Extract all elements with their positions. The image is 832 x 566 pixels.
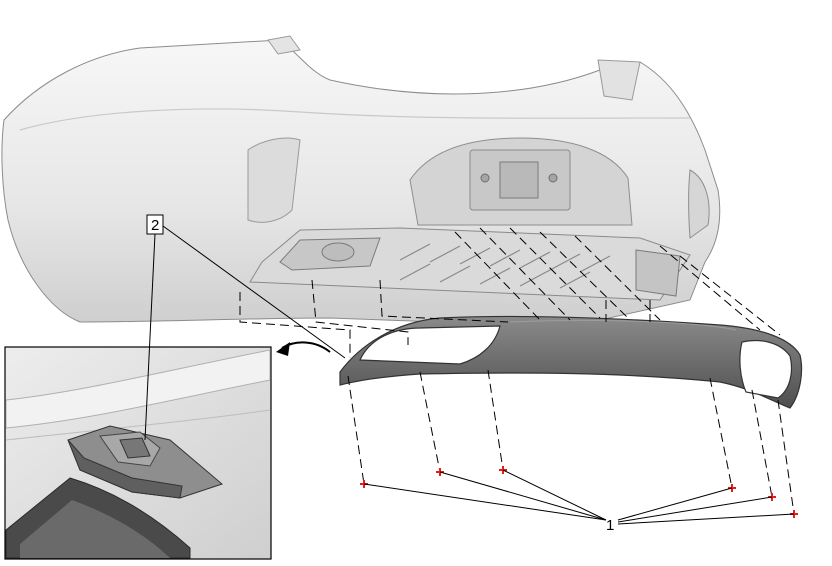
clip-tab [67,425,224,499]
callout-2: 2 [144,214,346,441]
alignment-lines [239,227,781,358]
fastener-drop-lines [347,369,795,515]
detail-view [4,346,272,560]
fasteners [360,466,798,518]
callout-2-label: 2 [151,217,159,234]
rear-bumper-fascia [1,35,721,323]
detail-arrow-icon [276,341,331,356]
callout-1-leaders [363,469,795,525]
callout-1-label: 1 [606,517,614,534]
lower-trim-panel [339,315,803,409]
